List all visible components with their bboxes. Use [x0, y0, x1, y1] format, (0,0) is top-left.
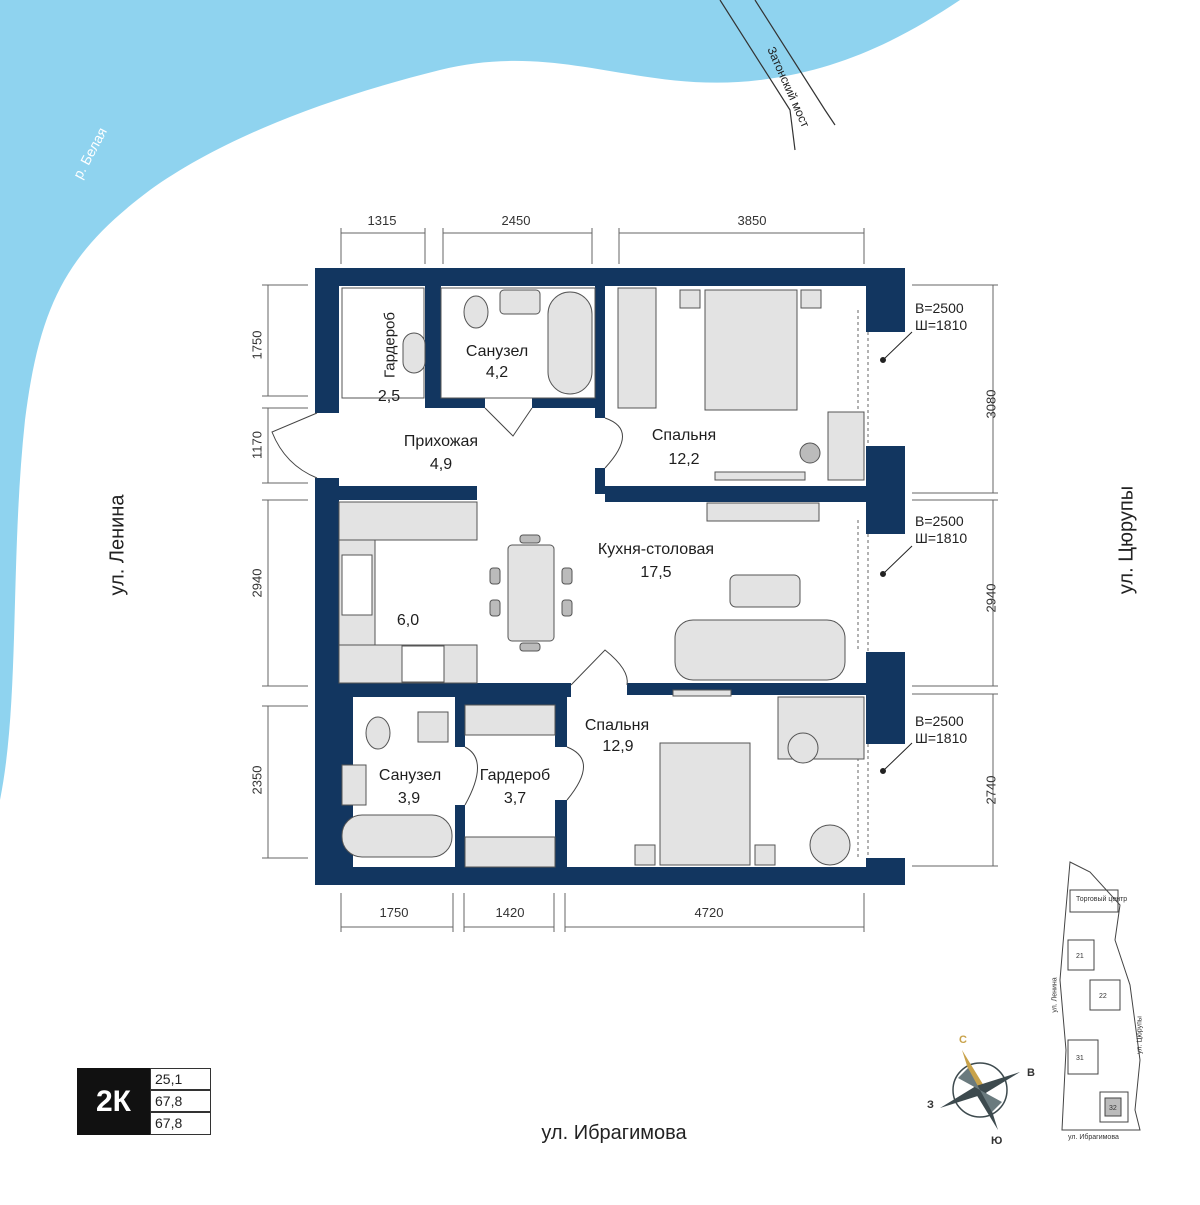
- dim-bottom-3: 4720: [694, 905, 724, 920]
- site-street-bottom: ул. Ибрагимова: [1068, 1134, 1119, 1141]
- window-1-height: В=2500: [915, 300, 964, 316]
- dim-right-3: 2740: [983, 775, 999, 805]
- furniture: [338, 287, 865, 868]
- compass-rose: [940, 1050, 1020, 1130]
- street-right: ул. Цюрупы: [1115, 485, 1138, 595]
- window-3-height: В=2500: [915, 713, 964, 729]
- compass-south: Ю: [991, 1135, 1003, 1147]
- room-kitchen-dining-name: Кухня-столовая: [597, 541, 715, 558]
- river-shape: [0, 0, 960, 800]
- street-bottom: ул. Ибрагимова: [541, 1122, 687, 1144]
- dimension-lines: [262, 228, 998, 932]
- window-2-height: В=2500: [915, 513, 964, 529]
- site-note: Торговый центр: [1076, 896, 1128, 903]
- compass-west: З: [927, 1099, 934, 1111]
- dim-left-2: 1170: [249, 431, 265, 459]
- room-wardrobe-2-area: 3,7: [503, 790, 527, 807]
- site-street-right: ул. Цюрупы: [1136, 1016, 1144, 1054]
- compass-east: В: [1027, 1067, 1035, 1079]
- window-1-width: Ш=1810: [915, 317, 968, 333]
- badge-value-3: 67,8: [150, 1112, 211, 1135]
- compass-north: С: [959, 1034, 967, 1046]
- window-leaders: [880, 331, 913, 774]
- site-street-left: ул. Ленина: [1051, 977, 1059, 1013]
- window-spec-2: В=2500 Ш=1810: [915, 513, 967, 547]
- room-bedroom-1-area: 12,2: [668, 451, 700, 468]
- bridge: [719, 0, 836, 151]
- room-bedroom-2-name: Спальня: [584, 717, 650, 734]
- dim-left-3: 2940: [249, 568, 265, 598]
- apartment-type: 2К: [77, 1068, 150, 1135]
- site-building-32: 32: [1109, 1105, 1117, 1112]
- street-left: ул. Ленина: [106, 494, 129, 596]
- window-spec-1: В=2500 Ш=1810: [915, 300, 967, 334]
- window-glazing: [857, 310, 869, 860]
- window-3-width: Ш=1810: [915, 730, 968, 746]
- apartment-badge: 2К 25,1 67,8 67,8: [77, 1068, 211, 1135]
- room-bathroom-2-name: Санузел: [378, 767, 442, 784]
- site-plan: [1059, 861, 1141, 1131]
- room-wardrobe-2-name: Гардероб: [479, 767, 551, 784]
- badge-value-1: 25,1: [150, 1068, 211, 1090]
- room-bedroom-1-name: Спальня: [651, 427, 717, 444]
- room-wardrobe-1-name: Гардероб: [381, 312, 399, 378]
- room-kitchen-dining-area: 17,5: [640, 564, 672, 581]
- room-kitchen-area: 6,0: [396, 612, 420, 629]
- site-building-31: 31: [1076, 1055, 1084, 1062]
- room-wardrobe-1-area: 2,5: [377, 388, 401, 405]
- room-bathroom-2-area: 3,9: [397, 790, 421, 807]
- window-spec-3: В=2500 Ш=1810: [915, 713, 967, 747]
- room-hall-area: 4,9: [429, 456, 453, 473]
- dim-top-3: 3850: [737, 213, 767, 228]
- door-swings: [271, 407, 628, 806]
- room-bathroom-1-name: Санузел: [465, 343, 529, 360]
- dim-top-1: 1315: [367, 213, 397, 228]
- badge-value-2: 67,8: [150, 1090, 211, 1112]
- dim-left-1: 1750: [249, 330, 265, 360]
- room-bedroom-2-area: 12,9: [602, 738, 634, 755]
- room-bathroom-1-area: 4,2: [485, 364, 509, 381]
- dim-right-2: 2940: [983, 583, 999, 613]
- window-2-width: Ш=1810: [915, 530, 968, 546]
- dim-right-1: 3080: [983, 389, 999, 419]
- site-building-22: 22: [1099, 993, 1107, 1000]
- dim-left-4: 2350: [249, 765, 265, 795]
- dim-bottom-1: 1750: [379, 905, 409, 920]
- site-building-21: 21: [1076, 953, 1084, 960]
- dim-top-2: 2450: [501, 213, 531, 228]
- dining-chairs: [489, 442, 821, 652]
- room-hall-name: Прихожая: [403, 433, 479, 450]
- dim-bottom-2: 1420: [495, 905, 525, 920]
